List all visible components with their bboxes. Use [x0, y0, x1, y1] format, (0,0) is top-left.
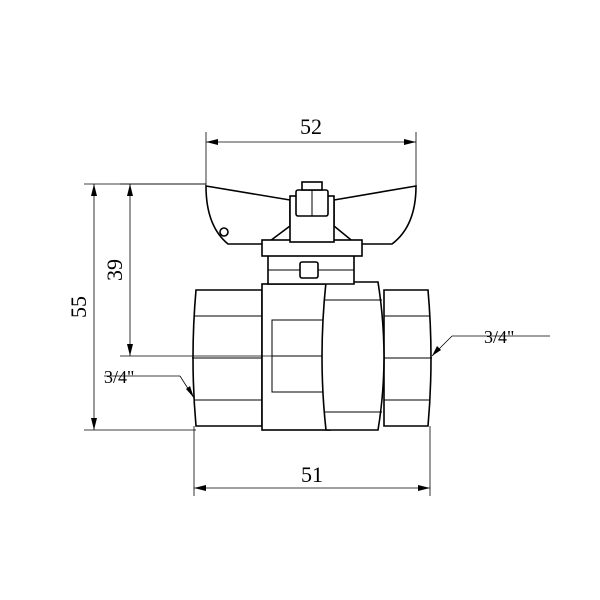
- dimension-body-length: 51: [301, 462, 323, 487]
- stem-top: [301, 181, 323, 191]
- dimension-handle-width: 52: [300, 114, 322, 139]
- dimension-left-axis: 39: [102, 183, 286, 357]
- handle-left-wing: [205, 185, 291, 245]
- dimension-top: 52: [205, 114, 417, 186]
- dimension-overall-height: 55: [66, 296, 91, 318]
- center-body: [261, 283, 331, 431]
- dimension-handle-to-axis: 39: [102, 259, 127, 281]
- thread-leader-right: 3/4": [431, 327, 550, 357]
- butterfly-handle: [205, 181, 417, 257]
- stem-square: [299, 261, 319, 279]
- valve-stem: [267, 253, 355, 285]
- union-nut: [321, 281, 385, 431]
- thread-leader-left: 3/4": [104, 367, 195, 399]
- dimension-left-overall: 55: [66, 183, 206, 431]
- thread-size-left: 3/4": [104, 367, 134, 387]
- handle-hole: [219, 227, 229, 237]
- dimension-bottom: 51: [193, 426, 431, 496]
- valve-body: [192, 281, 432, 431]
- handle-right-wing: [333, 185, 417, 245]
- thread-size-right: 3/4": [484, 327, 514, 347]
